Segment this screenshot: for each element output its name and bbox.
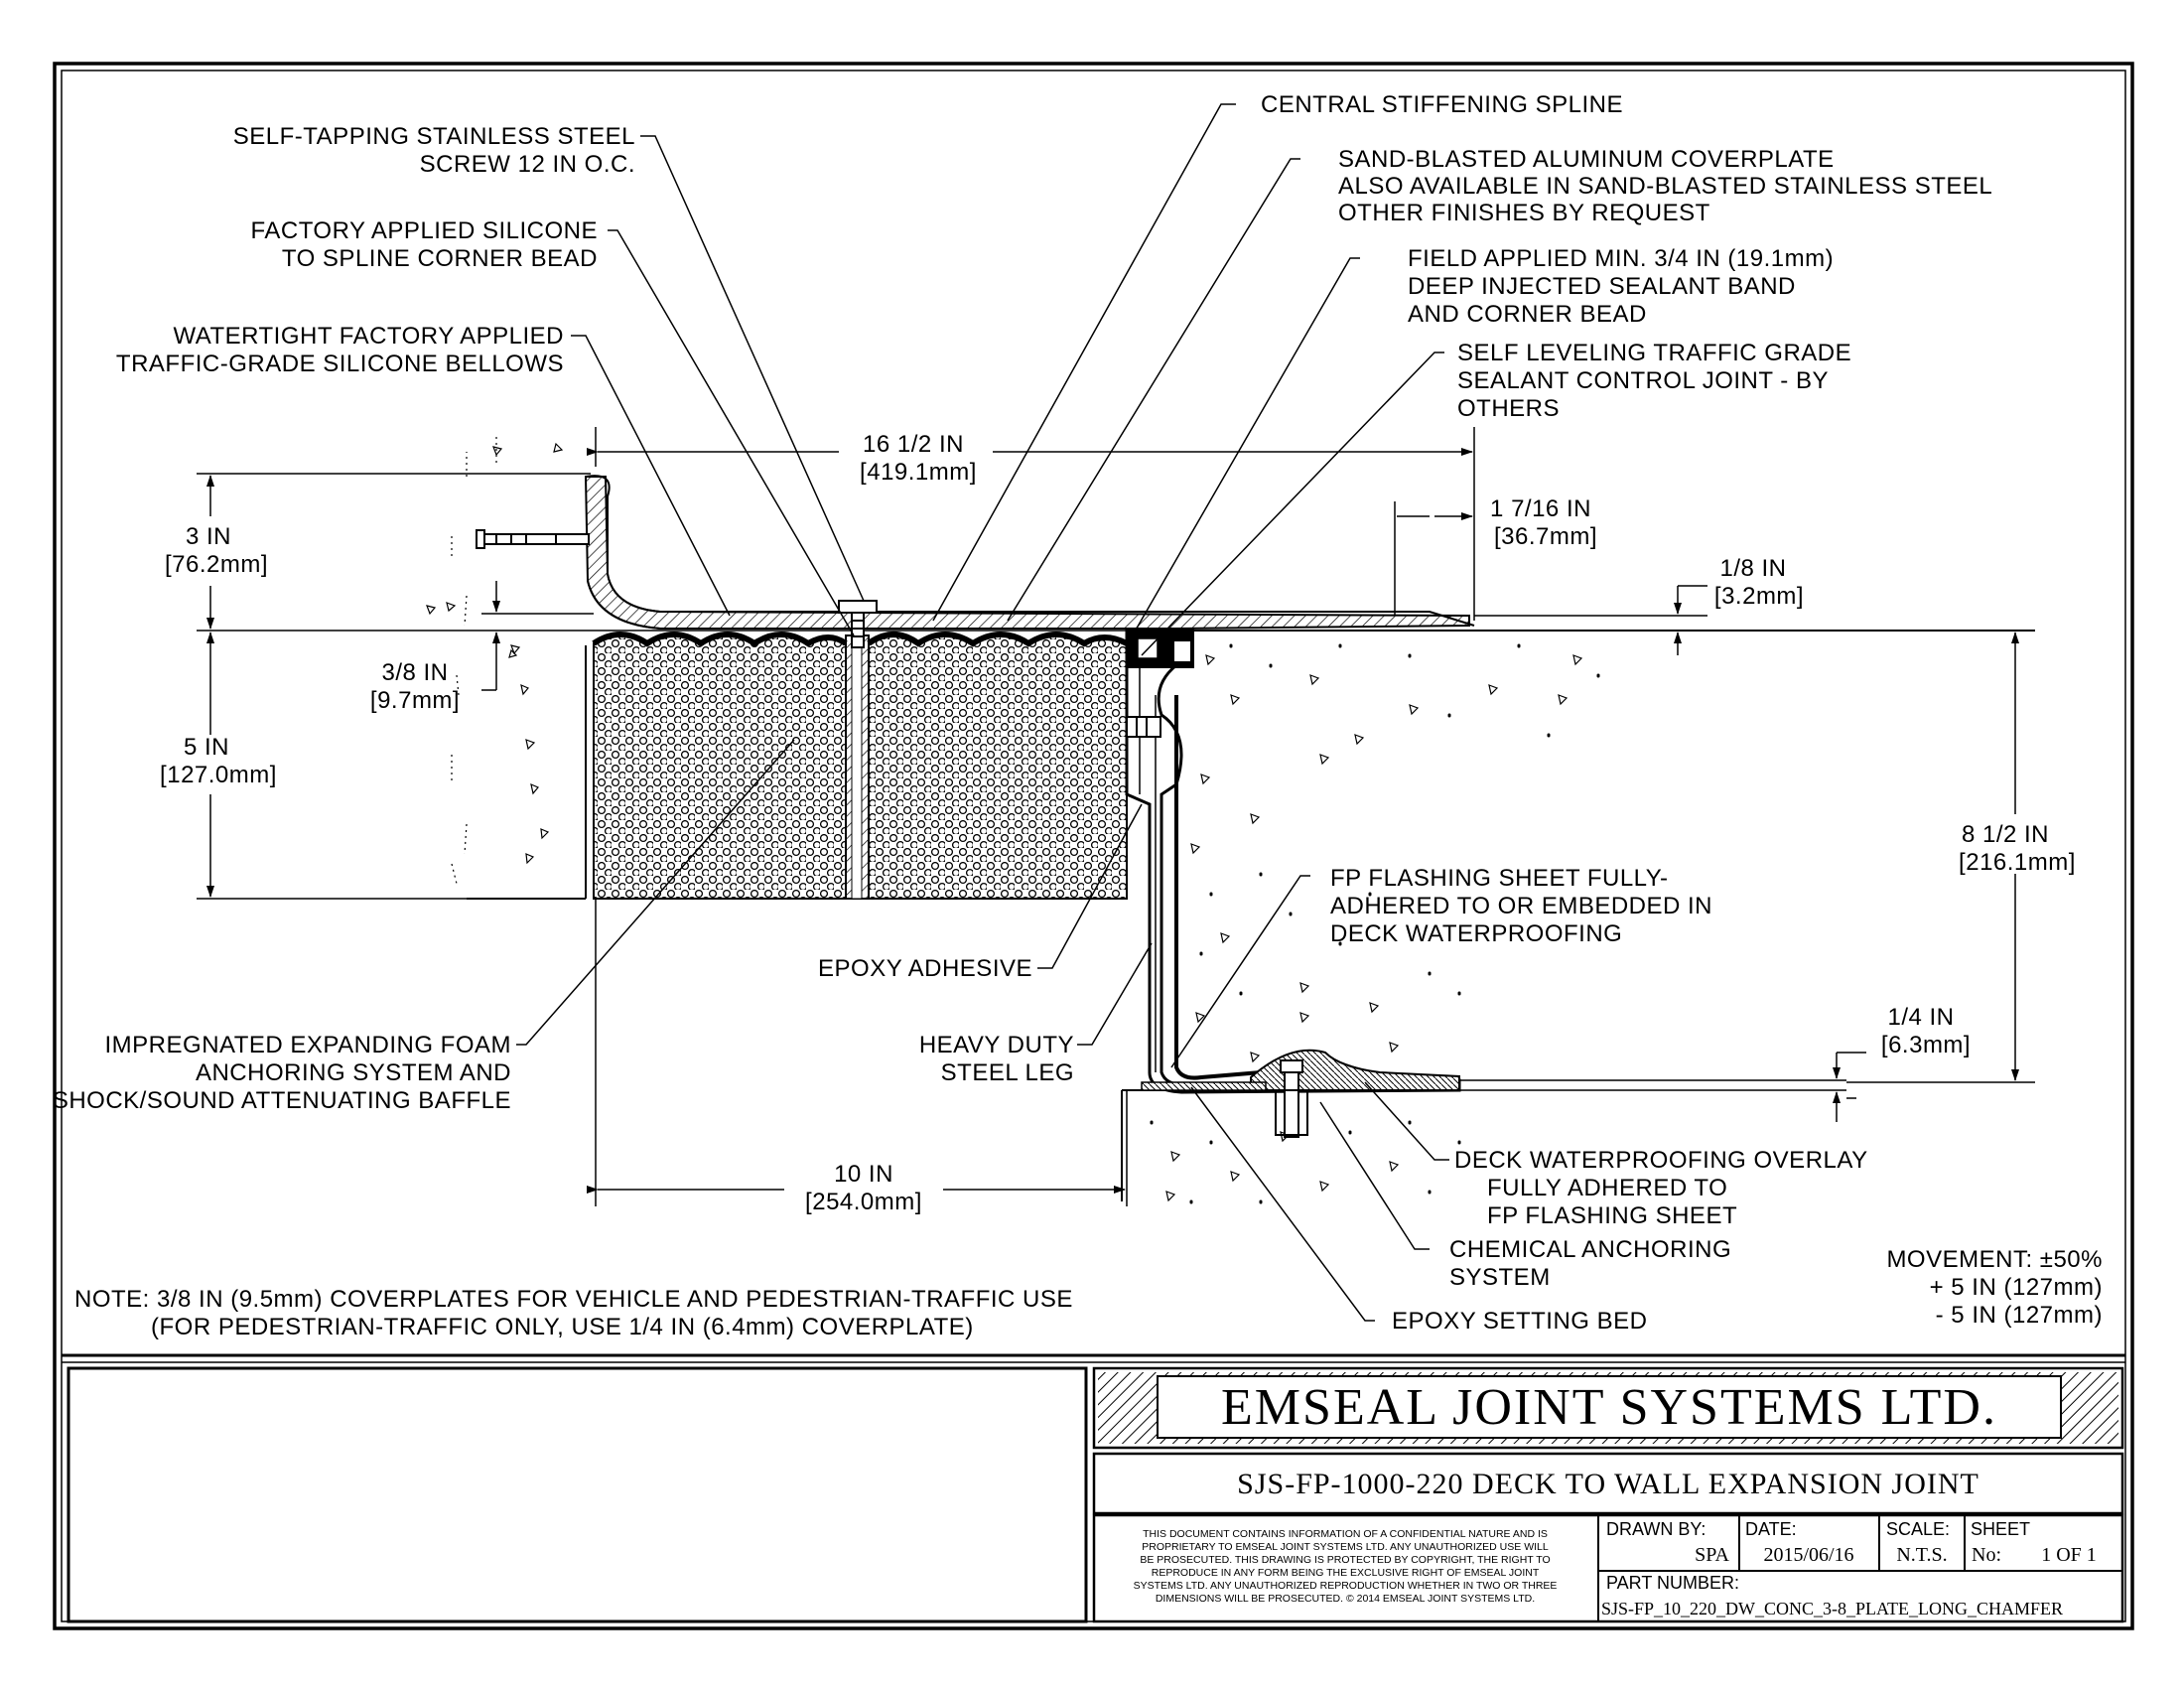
dim-width-mm: [419.1mm] [860, 459, 977, 486]
label-screw-2: SCREW 12 IN O.C. [420, 151, 635, 178]
sheet-value: 1 OF 1 [2041, 1544, 2097, 1566]
dim-depth-in: 5 IN [184, 734, 229, 761]
label-anchor-1: CHEMICAL ANCHORING [1449, 1236, 1731, 1263]
label-anchor-2: SYSTEM [1449, 1264, 1551, 1291]
dim-cover-in: 3/8 IN [381, 659, 448, 686]
sheet-label: SHEET [1971, 1519, 2030, 1539]
label-selflevel-3: OTHERS [1457, 395, 1560, 422]
leader-lines [516, 103, 1449, 1322]
disclaimer-line-5: SYSTEMS LTD. ANY UNAUTHORIZED REPRODUCTI… [1134, 1580, 1558, 1592]
label-coverplate-3: OTHER FINISHES BY REQUEST [1338, 200, 1710, 226]
label-field-3: AND CORNER BEAD [1408, 301, 1647, 328]
label-overlay-2: FULLY ADHERED TO [1487, 1175, 1727, 1201]
label-bed: EPOXY SETTING BED [1392, 1308, 1647, 1335]
spline-gap [851, 634, 863, 900]
dim-depth-mm: [127.0mm] [160, 762, 277, 788]
note-line-1: NOTE: 3/8 IN (9.5mm) COVERPLATES FOR VEH… [74, 1286, 1073, 1313]
drawn-by-label: DRAWN BY: [1606, 1519, 1706, 1539]
label-silicone-1: FACTORY APPLIED SILICONE [251, 217, 598, 244]
label-leg-1: HEAVY DUTY [919, 1032, 1074, 1058]
dim-plate-mm: [3.2mm] [1714, 583, 1804, 610]
dim-height-mm: [216.1mm] [1959, 849, 2076, 876]
disclaimer-line-1: THIS DOCUMENT CONTAINS INFORMATION OF A … [1143, 1528, 1548, 1540]
label-screw-1: SELF-TAPPING STAINLESS STEEL [233, 123, 635, 150]
disclaimer: THIS DOCUMENT CONTAINS INFORMATION OF A … [1134, 1528, 1558, 1605]
silicone-bellows [592, 632, 1129, 647]
label-foam-2: ANCHORING SYSTEM AND [196, 1059, 511, 1086]
label-foam-1: IMPREGNATED EXPANDING FOAM [105, 1032, 511, 1058]
dim-leg-mm: [254.0mm] [805, 1189, 922, 1215]
leg-bolt [1126, 716, 1161, 738]
dimension-lines [197, 427, 2035, 1206]
coverplate [584, 476, 1470, 630]
disclaimer-line-3: BE PROSECUTED. THIS DRAWING IS PROTECTED… [1140, 1554, 1550, 1566]
foam-block-right [868, 633, 1128, 900]
date-label: DATE: [1745, 1519, 1797, 1539]
screw [838, 600, 878, 648]
coverplate-outline [585, 475, 1475, 630]
label-overlay-3: FP FLASHING SHEET [1487, 1202, 1737, 1229]
movement-line-2: + 5 IN (127mm) [1930, 1274, 2103, 1301]
dim-cover-mm: [9.7mm] [370, 687, 460, 714]
title-block [62, 1353, 2125, 1623]
company-name: EMSEAL JOINT SYSTEMS LTD. [1221, 1379, 1997, 1436]
chemical-anchor [1275, 1059, 1308, 1138]
disclaimer-line-4: REPRODUCE IN ANY FORM BEING THE EXCLUSIV… [1152, 1567, 1540, 1579]
label-fp-2: ADHERED TO OR EMBEDDED IN [1330, 893, 1712, 919]
drawn-by-value: SPA [1695, 1544, 1729, 1566]
label-bellows-1: WATERTIGHT FACTORY APPLIED [173, 323, 564, 350]
left-concrete [426, 437, 564, 885]
dim-height-in: 8 1/2 IN [1962, 821, 2049, 848]
label-foam-3: SHOCK/SOUND ATTENUATING BAFFLE [53, 1087, 511, 1114]
label-fp-3: DECK WATERPROOFING [1330, 920, 1622, 947]
label-leg-2: STEEL LEG [941, 1059, 1074, 1086]
part-number-label: PART NUMBER: [1606, 1573, 1739, 1593]
scale-label: SCALE: [1886, 1519, 1950, 1539]
dim-top-in: 3 IN [186, 523, 231, 550]
scale-value: N.T.S. [1896, 1544, 1947, 1566]
epoxy-setting-bed [1141, 1081, 1267, 1091]
movement-line-1: MOVEMENT: ±50% [1886, 1246, 2103, 1273]
lower-concrete [1150, 1120, 1461, 1204]
dim-top-mm: [76.2mm] [165, 551, 268, 578]
label-selflevel-1: SELF LEVELING TRAFFIC GRADE [1457, 340, 1851, 366]
foam-block-left [593, 633, 847, 900]
label-fp-1: FP FLASHING SHEET FULLY- [1330, 865, 1669, 892]
right-concrete [1190, 643, 1600, 1063]
label-overlay-1: DECK WATERPROOFING OVERLAY [1454, 1147, 1868, 1174]
dim-plate-in: 1/8 IN [1719, 555, 1786, 582]
label-bellows-2: TRAFFIC-GRADE SILICONE BELLOWS [116, 351, 564, 377]
sheet-no-label: No: [1972, 1544, 2001, 1566]
label-coverplate-2: ALSO AVAILABLE IN SAND-BLASTED STAINLESS… [1338, 173, 1992, 200]
label-spline: CENTRAL STIFFENING SPLINE [1261, 91, 1623, 118]
dim-leg-in: 10 IN [834, 1161, 893, 1188]
drawing-title: SJS-FP-1000-220 DECK TO WALL EXPANSION J… [1237, 1468, 1979, 1500]
dim-flash-mm: [6.3mm] [1881, 1032, 1971, 1058]
part-number-value: SJS-FP_10_220_DW_CONC_3-8_PLATE_LONG_CHA… [1601, 1599, 2063, 1618]
label-epoxy-adhesive: EPOXY ADHESIVE [818, 955, 1032, 982]
dim-chamfer-in: 1 7/16 IN [1490, 495, 1591, 522]
dim-width-in: 16 1/2 IN [863, 431, 964, 458]
note-line-2: (FOR PEDESTRIAN-TRAFFIC ONLY, USE 1/4 IN… [151, 1314, 974, 1340]
callout-labels: SELF-TAPPING STAINLESS STEEL SCREW 12 IN… [53, 91, 1992, 1335]
anchor-bolt [476, 529, 590, 549]
label-field-1: FIELD APPLIED MIN. 3/4 IN (19.1mm) [1408, 245, 1834, 272]
dim-flash-in: 1/4 IN [1887, 1004, 1954, 1031]
dimension-text: 16 1/2 IN [419.1mm] 1 7/16 IN [36.7mm] 1… [160, 431, 2076, 1215]
corner-bead [1172, 639, 1192, 663]
movement-line-3: - 5 IN (127mm) [1936, 1302, 2103, 1329]
dim-chamfer-mm: [36.7mm] [1494, 523, 1597, 550]
label-field-2: DEEP INJECTED SEALANT BAND [1408, 273, 1796, 300]
label-selflevel-2: SEALANT CONTROL JOINT - BY [1457, 367, 1829, 394]
date-value: 2015/06/16 [1763, 1544, 1853, 1566]
outer-border [53, 62, 2134, 1630]
label-coverplate-1: SAND-BLASTED ALUMINUM COVERPLATE [1338, 146, 1835, 173]
disclaimer-line-2: PROPRIETARY TO EMSEAL JOINT SYSTEMS LTD.… [1142, 1541, 1549, 1553]
disclaimer-line-6: DIMENSIONS WILL BE PROSECUTED. © 2014 EM… [1156, 1593, 1535, 1605]
label-silicone-2: TO SPLINE CORNER BEAD [282, 245, 598, 272]
